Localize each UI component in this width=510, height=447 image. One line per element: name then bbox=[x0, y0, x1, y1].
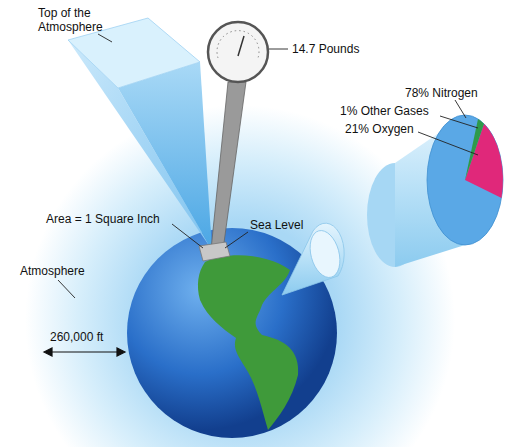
arrow-head bbox=[117, 348, 125, 356]
leader-line bbox=[418, 132, 478, 155]
leader-line bbox=[269, 49, 288, 50]
gauge-scale bbox=[217, 31, 259, 58]
location-label: Sea Level bbox=[250, 218, 303, 232]
leader-line bbox=[98, 34, 112, 42]
measurement-label: 14.7 Pounds bbox=[292, 42, 359, 56]
gauge-stem bbox=[211, 82, 246, 250]
arrow-head bbox=[44, 348, 52, 356]
gas-label: 78% Nitrogen bbox=[405, 86, 478, 100]
leader-line bbox=[455, 100, 466, 118]
leader-line bbox=[58, 280, 75, 298]
dimension-label: 260,000 ft bbox=[50, 330, 103, 344]
leader-line bbox=[440, 116, 478, 128]
area-label: Area = 1 Square Inch bbox=[46, 212, 160, 226]
dimension-line bbox=[48, 351, 120, 352]
nitrogen-slice bbox=[427, 115, 503, 245]
atmosphere-glow bbox=[25, 105, 455, 447]
sample-cone bbox=[282, 223, 344, 295]
gas-label: 21% Oxygen bbox=[345, 122, 414, 136]
gauge-dial bbox=[208, 22, 268, 82]
square-inch-plate bbox=[199, 242, 230, 261]
gas-label: 1% Other Gases bbox=[340, 104, 429, 118]
gauge-needle bbox=[238, 36, 244, 56]
region-label: Top of the Atmosphere bbox=[38, 6, 112, 34]
leader-line bbox=[225, 232, 248, 248]
region-label: Atmosphere bbox=[20, 264, 85, 278]
sample-cone-mouth bbox=[305, 227, 344, 281]
other-gases-slice bbox=[465, 119, 484, 180]
continent bbox=[198, 255, 298, 430]
leader-line bbox=[172, 224, 203, 248]
